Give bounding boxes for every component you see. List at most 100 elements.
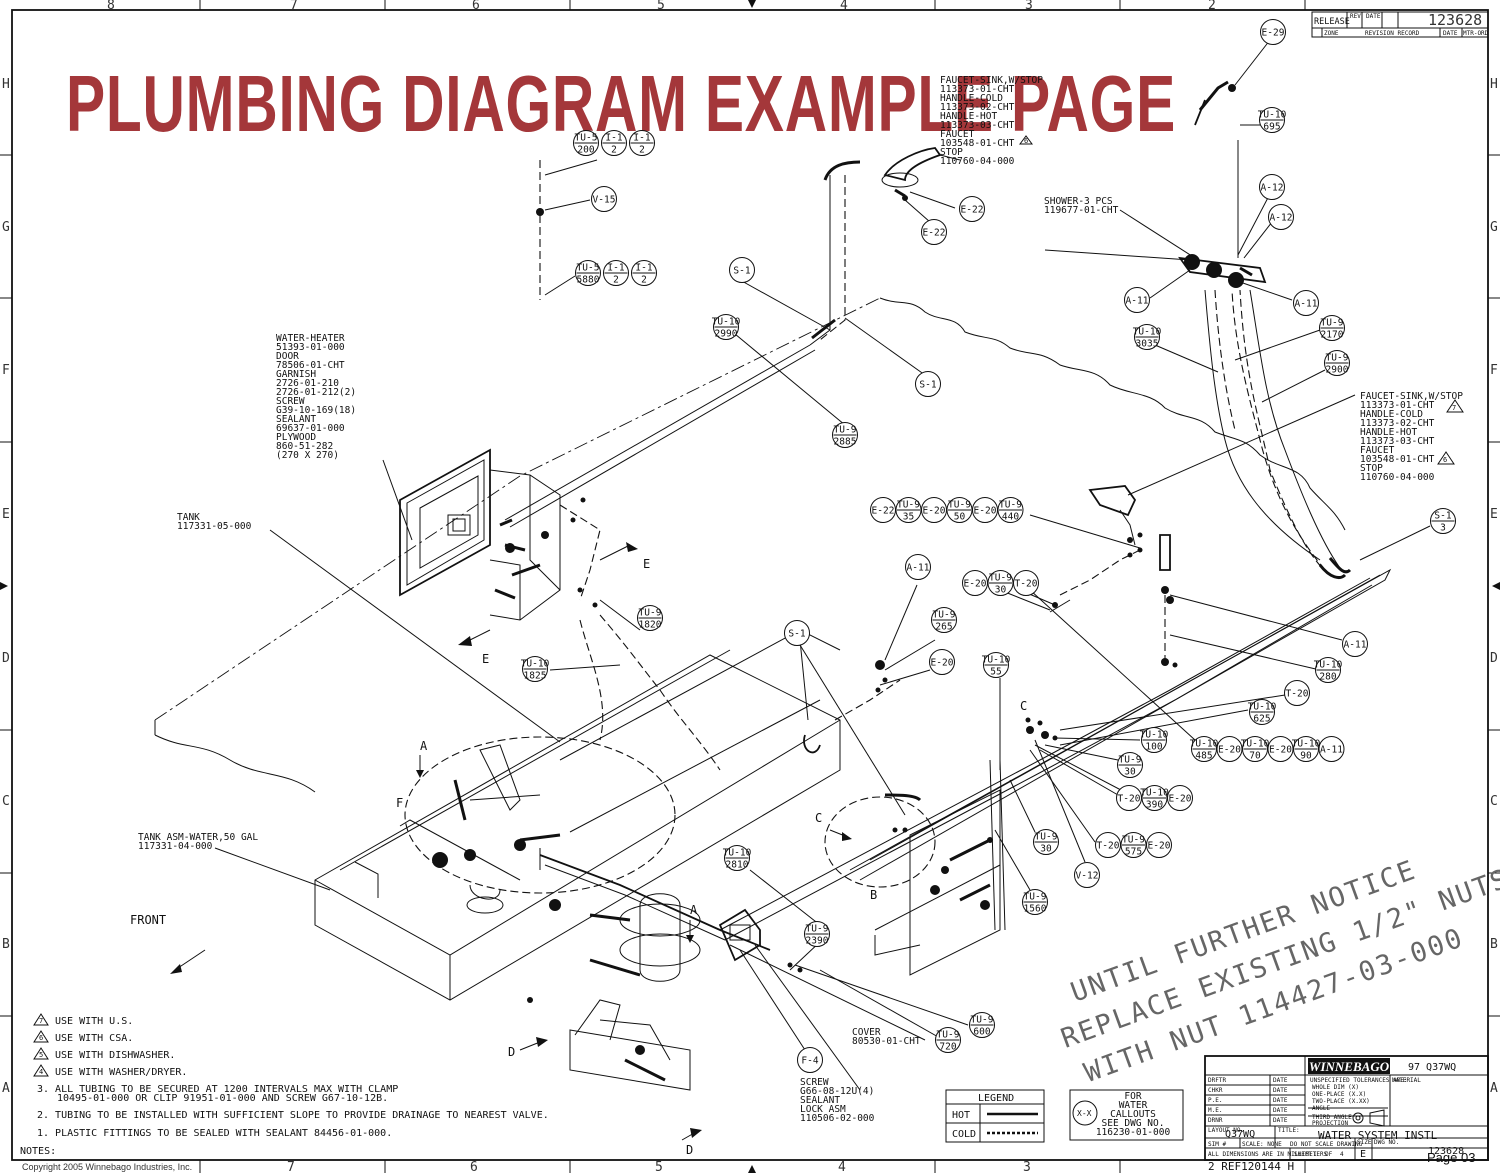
callout-line: 119677-01-CHT [1044,205,1119,216]
callout-line: HANDLE-HOT [1360,427,1417,438]
drawing-title: WATER SYSTEM INSTL [1318,1129,1438,1142]
water-callouts-line: 116230-01-000 [1096,1127,1171,1138]
balloon-length: 5880 [577,275,600,286]
balloon-a12-a: A-12 [1259,174,1285,200]
balloon-length: 485 [1195,751,1212,762]
balloon-s1-c: S-1 [784,620,810,646]
balloon-part: E-20 [1269,745,1292,756]
callout-line: STOP [1360,463,1383,474]
drawing-number: 123628 [1428,11,1482,29]
balloon-length: 265 [935,622,952,633]
balloon-circle [1268,204,1294,230]
column-label: 4 [840,0,848,13]
note-flag-number: 6 [1024,137,1028,145]
row-label: B [2,937,10,952]
balloon-length: 2885 [834,437,857,448]
balloon-part: A-11 [1320,745,1343,756]
balloon-row2-1: TU-930 [987,570,1014,596]
title-block-row: DRNR [1208,1117,1223,1124]
date-label: DATE [1273,1097,1288,1104]
tolerance-line: ANGLE [1312,1105,1330,1112]
pump-assembly [432,744,701,1091]
callout-line: 103548-01-CHT [1360,454,1435,465]
note-text: 10495-01-000 OR CLIP 91951-01-000 AND SC… [57,1093,388,1104]
date-label: DATE [1273,1077,1288,1084]
note-flag-number: 7 [39,1017,43,1025]
callout-line: 113373-01-CHT [1360,400,1435,411]
row-label: C [1490,794,1498,809]
balloon-part: TU-9 [1321,318,1344,329]
title-block-row: M.E. [1208,1107,1222,1114]
callout-line: 2726-01-212(2) [276,387,356,398]
balloon-circle [1260,19,1286,45]
callout-line: 110760-04-000 [1360,472,1435,483]
tolerance-line: ONE-PLACE (X.X) [1312,1091,1366,1098]
balloon-circle [921,219,947,245]
water-callouts-line: WATER [1119,1100,1148,1111]
dimensions-note: ALL DIMENSIONS ARE IN MILLIMETERS [1208,1151,1328,1158]
callout-faucet-right: FAUCET-SINK,W/STOP 113373-01-CHT HANDLE-… [1360,391,1464,483]
callout-line: 2726-01-210 [276,378,339,389]
callout-line: SCREW [276,396,305,407]
note-flag-number: 6 [39,1034,43,1042]
note-5: 5 USE WITH DISHWASHER. [33,1047,175,1061]
column-label: 2 [1208,0,1216,13]
balloon-row3-1: E-20 [1216,736,1243,762]
balloon-part: A-11 [1344,640,1367,651]
note-flag-number: 5 [39,1051,43,1059]
balloon-circle [1342,631,1368,657]
balloon-length: 3 [1440,523,1446,534]
balloon-circle [1293,290,1319,316]
balloon-a11-a: A-11 [1124,287,1150,313]
balloon-row2-0: E-20 [962,570,988,596]
callout-line: 113373-02-CHT [1360,418,1435,429]
callout-line: 103548-01-CHT [940,138,1015,149]
balloon-part: TU-9 [1122,835,1145,846]
leader-lines [214,39,1431,1091]
callout-line: DOOR [276,351,299,362]
water-callouts-line: CALLOUTS [1110,1109,1156,1120]
balloon-circle [797,1047,823,1073]
balloon-row4-0: T-20 [1116,785,1142,811]
sim-label: SIM # [1208,1141,1226,1148]
callout-line: (270 X 270) [276,450,339,461]
part-balloons: TU-5200I-12I-12V-15TU-55880I-12I-12S-1TU… [521,19,1456,1073]
balloon-part: TU-5 [577,263,600,274]
callout-line: SEALANT [276,414,316,425]
faucet-upper [881,147,942,201]
note-text: USE WITH WASHER/DRYER. [55,1067,187,1078]
of-label: OF [1325,1151,1333,1158]
callout-screw: SCREW G66-08-12U(4) SEALANT LOCK ASM 110… [800,1077,875,1124]
copyright: Copyright 2005 Winnebago Industries, Inc… [22,1162,192,1172]
balloon-part: TU-9 [1024,892,1047,903]
balloon-length: 280 [1319,672,1336,683]
balloon-part: TU-9 [806,924,829,935]
balloon-row1-4: E-20 [972,497,998,523]
note-flag-number: 6 [1443,456,1447,464]
balloon-part: I-1 [605,133,622,144]
column-label: 3 [1023,1160,1031,1173]
balloon-length: 1820 [639,620,662,631]
row-label: G [2,220,10,235]
balloon-part: E-29 [1262,28,1285,39]
balloon-part: TU-9 [971,1015,994,1026]
projection-line: THIRD ANGLE [1312,1114,1352,1121]
note-flag-icon [1019,135,1033,145]
balloon-row3-5: A-11 [1318,736,1345,762]
title-block-drawing-number: 123628 [1428,1146,1464,1157]
sheet-label: SHEET [1294,1151,1312,1158]
balloon-part: TU-10 [982,655,1011,666]
revision-record-label: REVISION RECORD [1365,30,1420,37]
balloon-row4-2: E-20 [1167,785,1193,811]
row-label: E [2,507,10,522]
title-block-row: P.E. [1208,1097,1222,1104]
date-label: DATE [1443,30,1458,37]
layout-number: Q37WQ [1225,1129,1255,1140]
balloon-part: TU-9 [937,1030,960,1041]
